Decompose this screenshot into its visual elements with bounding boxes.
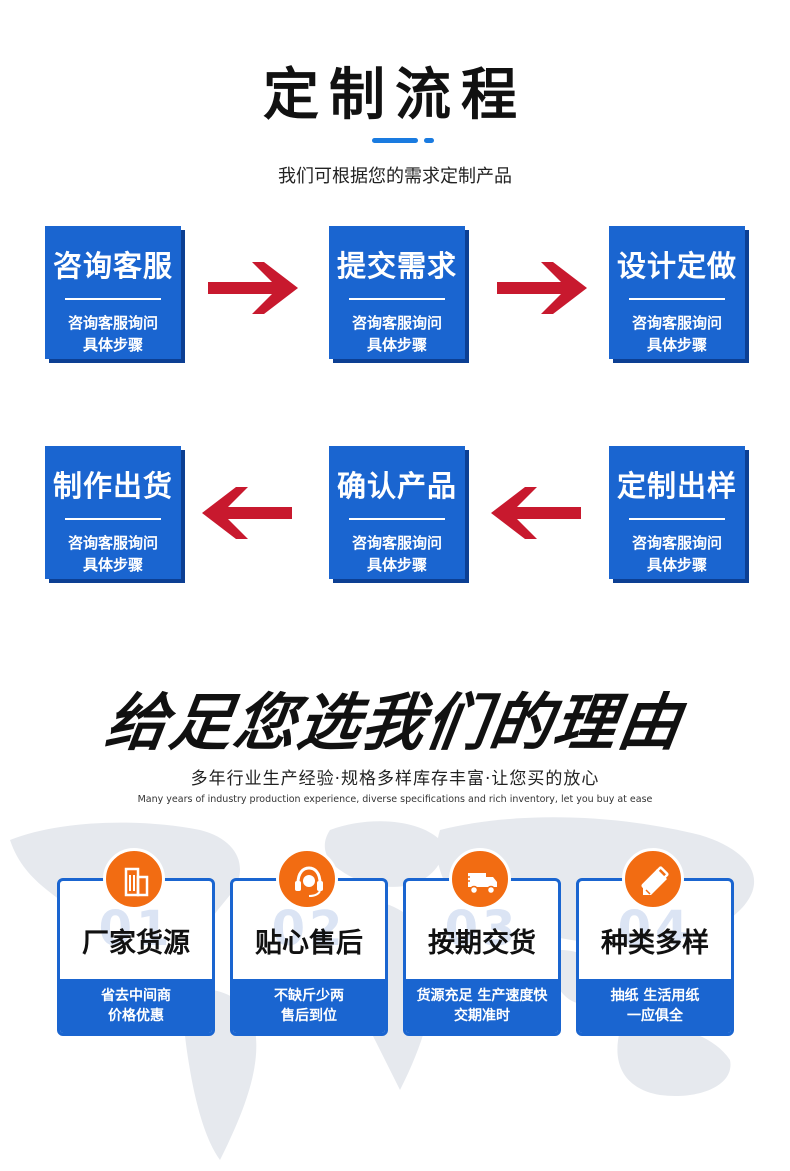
arrow-right-icon bbox=[497, 262, 587, 314]
step-desc: 咨询客服询问 bbox=[67, 314, 158, 332]
step-title: 制作出货 bbox=[52, 469, 173, 503]
reason-line: 省去中间商 bbox=[101, 988, 171, 1004]
step-title: 定制出样 bbox=[616, 469, 737, 503]
reason-line: 抽纸 生活用纸 bbox=[610, 988, 700, 1004]
reason-title: 种类多样 bbox=[601, 928, 709, 959]
step-desc: 具体步骤 bbox=[646, 336, 707, 354]
building-icon bbox=[103, 848, 165, 910]
reason-line: 交期准时 bbox=[454, 1008, 510, 1024]
reason-watermark: 01 bbox=[98, 901, 174, 957]
step-divider bbox=[349, 518, 445, 520]
step-card-sample: 定制出样 咨询客服询问 具体步骤 bbox=[609, 446, 745, 579]
step-desc: 咨询客服询问 bbox=[67, 534, 158, 552]
pencil-ruler-icon bbox=[622, 848, 684, 910]
reason-line: 价格优惠 bbox=[108, 1008, 164, 1024]
reason-line: 货源充足 生产速度快 bbox=[416, 988, 548, 1004]
process-title: 定制流程 bbox=[263, 63, 527, 128]
step-desc: 咨询客服询问 bbox=[351, 534, 442, 552]
reason-title: 贴心售后 bbox=[255, 928, 363, 959]
arrow-left-icon bbox=[491, 487, 581, 539]
reason-footer: 省去中间商 价格优惠 bbox=[60, 979, 212, 1033]
step-desc: 具体步骤 bbox=[366, 336, 427, 354]
reasons-subtitle: 多年行业生产经验·规格多样库存丰富·让您买的放心 bbox=[190, 769, 600, 789]
reason-footer: 货源充足 生产速度快 交期准时 bbox=[406, 979, 558, 1033]
title-accent-dot bbox=[424, 138, 434, 143]
step-desc: 具体步骤 bbox=[82, 336, 143, 354]
title-accent-bar bbox=[372, 138, 418, 143]
reason-line: 不缺斤少两 bbox=[274, 988, 344, 1004]
headset-icon bbox=[276, 848, 338, 910]
step-card-confirm: 确认产品 咨询客服询问 具体步骤 bbox=[329, 446, 465, 579]
step-title: 提交需求 bbox=[336, 249, 457, 283]
step-title: 设计定做 bbox=[616, 249, 737, 283]
step-divider bbox=[65, 518, 161, 520]
step-desc: 咨询客服询问 bbox=[351, 314, 442, 332]
reason-footer: 不缺斤少两 售后到位 bbox=[233, 979, 385, 1033]
reason-card-after-sales: 02 贴心售后 不缺斤少两 售后到位 bbox=[230, 878, 388, 1036]
reason-watermark: 02 bbox=[271, 901, 347, 957]
reason-card-variety: 04 种类多样 抽纸 生活用纸 一应俱全 bbox=[576, 878, 734, 1036]
step-divider bbox=[349, 298, 445, 300]
step-title: 咨询客服 bbox=[52, 249, 173, 283]
step-card-submit: 提交需求 咨询客服询问 具体步骤 bbox=[329, 226, 465, 359]
step-desc: 咨询客服询问 bbox=[631, 534, 722, 552]
reason-title: 厂家货源 bbox=[82, 928, 190, 959]
reason-line: 一应俱全 bbox=[627, 1008, 683, 1024]
step-card-design: 设计定做 咨询客服询问 具体步骤 bbox=[609, 226, 745, 359]
truck-icon bbox=[449, 848, 511, 910]
step-title: 确认产品 bbox=[336, 469, 457, 503]
reason-line: 售后到位 bbox=[281, 1008, 337, 1024]
reason-watermark: 04 bbox=[617, 901, 693, 957]
step-desc: 咨询客服询问 bbox=[631, 314, 722, 332]
step-desc: 具体步骤 bbox=[82, 556, 143, 574]
reasons-subtitle-english: Many years of industry production experi… bbox=[137, 794, 653, 805]
reason-footer: 抽纸 生活用纸 一应俱全 bbox=[579, 979, 731, 1033]
step-card-ship: 制作出货 咨询客服询问 具体步骤 bbox=[45, 446, 181, 579]
step-card-consult: 咨询客服 咨询客服询问 具体步骤 bbox=[45, 226, 181, 359]
step-desc: 具体步骤 bbox=[366, 556, 427, 574]
reason-title: 按期交货 bbox=[428, 928, 536, 959]
step-divider bbox=[629, 298, 725, 300]
arrow-right-icon bbox=[208, 262, 298, 314]
process-subtitle: 我们可根据您的需求定制产品 bbox=[278, 166, 512, 187]
step-divider bbox=[65, 298, 161, 300]
reasons-title: 给足您选我们的理由 bbox=[101, 686, 688, 759]
step-divider bbox=[629, 518, 725, 520]
reason-watermark: 03 bbox=[444, 901, 520, 957]
arrow-left-icon bbox=[202, 487, 292, 539]
step-desc: 具体步骤 bbox=[646, 556, 707, 574]
